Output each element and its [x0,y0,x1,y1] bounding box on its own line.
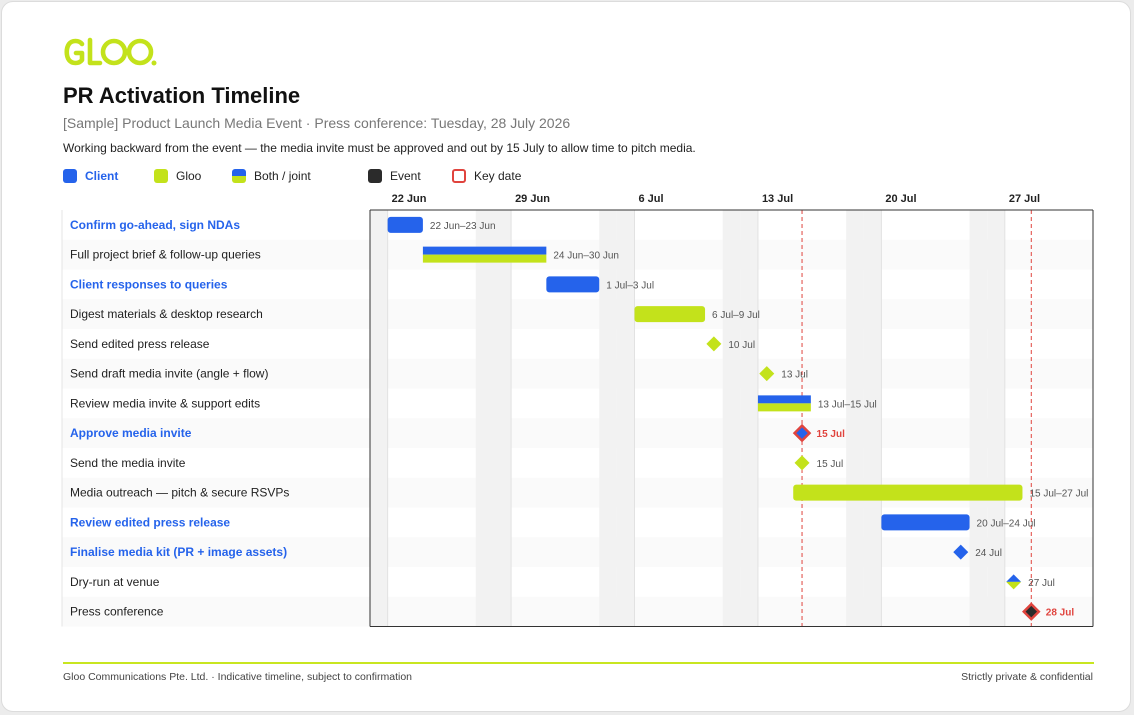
weekend-band [969,210,988,627]
row-background [62,358,1093,389]
milestone-top [1006,574,1022,582]
weekend-band [863,210,882,627]
task-label: Dry-run at venue [70,575,160,589]
task-label: Media outreach — pitch & secure RSVPs [70,486,289,500]
weekend-band [846,210,864,627]
row-background [62,537,1093,567]
timeline-note: Working backward from the event — the me… [63,141,696,155]
task-bar [793,484,1023,501]
task-label: Send edited press release [70,337,210,351]
row-background [62,567,1093,597]
weekend-band [722,210,741,627]
date-label: 22 Jun–23 Jun [430,221,496,232]
date-label: 27 Jul [1028,578,1055,589]
weekend-band [475,210,494,627]
x-tick-label: 6 Jul [639,193,664,205]
task-bar-top [757,395,811,404]
legend-event: Event [368,168,421,184]
gloo-logo [62,36,162,73]
date-label: 6 Jul–9 Jul [712,310,760,321]
legend-key-date-label: Key date [474,169,522,183]
task-label: Confirm go-ahead, sign NDAs [70,218,240,232]
gloo-logo-mark [64,37,157,66]
row-background [62,329,1093,359]
row-background [62,596,1093,627]
date-label: 13 Jul–15 Jul [818,399,877,410]
weekend-band [370,210,388,627]
task-label: Review edited press release [70,515,230,529]
legend-client-label: Client [85,169,119,183]
legend-both: Both / joint [232,168,311,184]
legend-gloo-swatch [154,169,168,183]
row-background [62,418,1093,448]
legend-event-swatch [368,169,382,183]
task-bar-top [422,246,547,255]
task-bar-bottom [757,403,811,412]
x-tick-label: 13 Jul [762,193,793,205]
row-background [62,388,1093,419]
page-subtitle: [Sample] Product Launch Media Event · Pr… [63,115,571,131]
x-tick-label: 27 Jul [1009,193,1040,205]
task-bar [546,276,600,293]
task-label: Digest materials & desktop research [70,307,263,321]
weekend-band [987,210,1005,627]
row-background [62,239,1093,270]
milestone-marker [953,544,969,560]
task-bar [387,216,423,233]
x-tick-label: 20 Jul [885,193,916,205]
task-bar [881,514,970,531]
milestone-marker [706,336,722,352]
milestone-marker [794,455,810,471]
legend-key-date: Key date [452,168,521,184]
task-label: Client responses to queries [70,277,228,291]
task-label: Send draft media invite (angle + flow) [70,367,268,381]
task-label: Approve media invite [70,426,192,440]
legend-gloo-label: Gloo [176,169,202,183]
x-tick-label: 22 Jun [392,193,427,205]
date-label: 24 Jul [975,548,1002,559]
milestone-marker [1022,602,1041,621]
row-background [62,448,1093,478]
row-background [62,210,1093,240]
date-label: 24 Jun–30 Jun [553,251,619,262]
x-tick-label: 29 Jun [515,193,550,205]
task-label: Press conference [70,605,164,619]
legend-gloo: Gloo [154,168,201,184]
date-label: 15 Jul–27 Jul [1029,489,1088,500]
footer-right-text: Strictly private & confidential [961,671,1093,683]
task-bar-bottom [422,254,547,263]
milestone-marker [759,366,775,382]
legend-client-swatch [63,169,77,183]
legend-event-label: Event [390,169,421,183]
milestone-marker [792,423,812,443]
date-label: 28 Jul [1046,608,1075,619]
legend-both-label: Both / joint [254,169,311,183]
weekend-band [616,210,635,627]
task-label: Full project brief & follow-up queries [70,248,261,262]
footer-left-text: Gloo Communications Pte. Ltd. · Indicati… [63,671,412,683]
legend-both-swatch [232,169,246,183]
page-title: PR Activation Timeline [63,83,301,108]
milestone-bottom [1006,581,1022,590]
weekend-band [493,210,512,627]
date-label: 15 Jul [817,429,846,440]
weekend-band [599,210,617,627]
date-label: 15 Jul [817,459,844,470]
date-label: 13 Jul [781,370,808,381]
task-label: Review media invite & support edits [70,396,260,410]
row-background [62,299,1093,329]
weekend-band [740,210,758,627]
task-label: Send the media invite [70,456,186,470]
date-label: 20 Jul–24 Jul [977,518,1036,529]
date-label: 1 Jul–3 Jul [606,280,654,291]
task-label: Finalise media kit (PR + image assets) [70,545,287,559]
task-bar [634,306,706,323]
legend-key-date-swatch [452,169,466,183]
date-label: 10 Jul [728,340,755,351]
legend-client: Client [63,168,118,184]
footer-divider [63,662,1094,664]
